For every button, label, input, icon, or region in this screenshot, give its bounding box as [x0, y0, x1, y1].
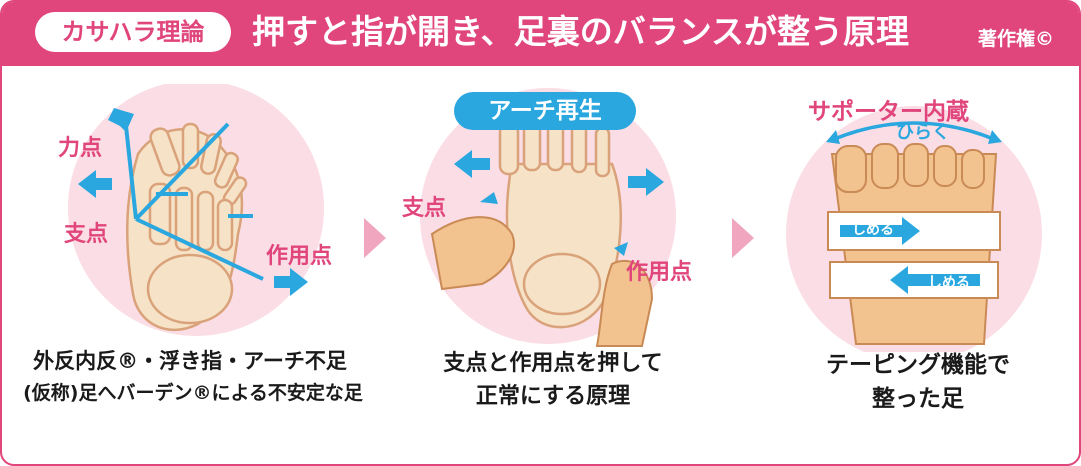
label-action-point: 作用点 — [266, 244, 333, 269]
direction-arrows — [78, 108, 308, 296]
foot-with-supporter-icon — [827, 143, 1001, 345]
theory-badge: カサハラ理論 — [35, 12, 231, 52]
unstable-foot-illustration — [68, 84, 324, 336]
label-fulcrum-2: 支点 — [402, 196, 447, 221]
arrow-left-icon — [454, 150, 490, 178]
label-action-point-2: 作用点 — [626, 260, 693, 285]
tighten-arrows — [840, 217, 980, 294]
caption-panel1-line1: 外反内反®・浮き指・アーチ不足 — [33, 349, 347, 373]
open-arc — [831, 121, 997, 142]
arrow-open-right-icon — [988, 130, 1002, 144]
label-tighten-2: しめる — [928, 275, 970, 291]
label-fulcrum: 支点 — [64, 222, 109, 247]
diagram-title: 押すと指が開き、足裏のバランスが整う原理 — [252, 12, 910, 51]
caption-panel3-line2: 整った足 — [872, 386, 964, 412]
caption-panel1-line2: (仮称)足へバーデン®による不安定な足 — [23, 382, 363, 404]
supporter-title: サポーター内蔵 — [808, 99, 969, 125]
label-force-point: 力点 — [58, 136, 103, 161]
label-tighten-1: しめる — [852, 222, 894, 238]
arrow-fulcrum-icon — [480, 192, 498, 204]
supporter-foot-illustration — [786, 106, 1042, 352]
arch-regeneration-pill: アーチ再生 — [454, 92, 636, 130]
panel-supporter: サポーター内蔵 ひらく しめる しめる — [770, 84, 1070, 352]
direction-arrows-2 — [454, 150, 664, 256]
force-lines — [124, 122, 264, 281]
hand-right-icon — [595, 259, 654, 347]
caption-panel3-line1: テーピング機能で — [826, 352, 1010, 378]
caption-panel2-line1: 支点と作用点を押して — [443, 351, 663, 376]
arrow-right-icon — [274, 268, 308, 296]
arrow-action-icon — [614, 242, 628, 256]
hand-left-icon — [430, 216, 515, 291]
arrow-tighten-right-icon — [840, 217, 920, 245]
copyright-mark: 著作権© — [978, 28, 1055, 50]
arrow-force-icon — [108, 108, 134, 132]
arrow-tighten-left-icon — [890, 266, 980, 294]
foot-skeleton-icon — [126, 122, 248, 332]
arch-regeneration-illustration — [420, 88, 676, 347]
panel-unstable-foot: 力点 支点 作用点 — [38, 84, 338, 352]
header-bar: カサハラ理論 押すと指が開き、足裏のバランスが整う原理 著作権© — [2, 2, 1079, 66]
arrow-open-left-icon — [826, 130, 840, 144]
label-open: ひらく — [896, 122, 950, 143]
step-arrow-icon — [364, 218, 386, 258]
arrow-left-icon — [78, 170, 112, 198]
arrow-right-icon — [628, 168, 664, 196]
caption-panel2-line2: 正常にする原理 — [475, 384, 631, 409]
step-arrow-icon-2 — [732, 218, 754, 258]
panel-arch-regeneration: アーチ再生 支点 作用点 — [402, 84, 702, 352]
